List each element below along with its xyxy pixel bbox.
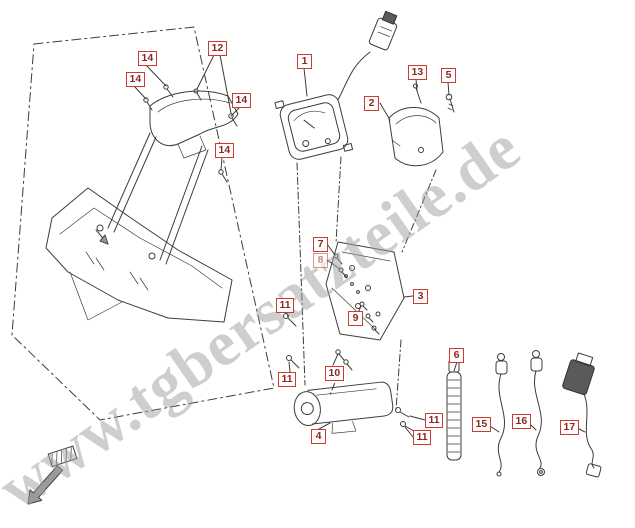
meter-bracket-drawing xyxy=(388,107,444,167)
screws-7-8-drawing xyxy=(333,253,348,279)
speedometer-drawing xyxy=(274,94,354,160)
part-label-17: 17 xyxy=(560,420,579,435)
part-label-16: 16 xyxy=(512,414,531,429)
part-label-6: 6 xyxy=(449,348,464,363)
part-label-11-b: 11 xyxy=(278,372,297,387)
bolt5-drawing xyxy=(445,93,455,113)
part-label-9: 9 xyxy=(348,311,363,326)
part-label-13: 13 xyxy=(408,65,427,80)
lower-bracket-drawing xyxy=(45,187,233,323)
pin-drawing xyxy=(413,83,422,104)
part-label-14-b: 14 xyxy=(126,72,145,87)
front-direction-arrow xyxy=(27,445,78,505)
leader-lines xyxy=(133,54,586,438)
part-label-14-a: 14 xyxy=(138,51,157,66)
part-label-11-a: 11 xyxy=(276,298,295,313)
wire-16-drawing xyxy=(530,350,545,476)
strap-drawing xyxy=(446,352,462,461)
part-label-11-c: 11 xyxy=(425,413,444,428)
part-label-11-d: 11 xyxy=(413,430,432,445)
part-label-12: 12 xyxy=(208,41,227,56)
left-dashed-region xyxy=(11,26,275,421)
part-label-14-c: 14 xyxy=(232,93,251,108)
lower-housing-drawing xyxy=(293,381,415,434)
part-label-3: 3 xyxy=(413,289,428,304)
part-label-4: 4 xyxy=(311,429,326,444)
wire-15-drawing xyxy=(495,353,508,477)
upper-bracket-drawing xyxy=(143,84,239,183)
part-label-15: 15 xyxy=(472,417,491,432)
screws-9-drawing xyxy=(359,301,380,335)
construction-lines xyxy=(296,156,437,411)
part-label-2: 2 xyxy=(364,96,379,111)
relay-drawing xyxy=(562,352,602,478)
cable-connector-drawing xyxy=(337,10,398,101)
part-label-8: 8 xyxy=(313,253,328,268)
part-label-1: 1 xyxy=(297,54,312,69)
part-label-5: 5 xyxy=(441,68,456,83)
bolts-11-left-drawing xyxy=(283,313,300,369)
stay-arms-drawing xyxy=(107,132,209,265)
mounting-plate-drawing xyxy=(325,241,405,341)
part-label-10: 10 xyxy=(325,366,344,381)
part-label-7: 7 xyxy=(313,237,328,252)
part-label-14-d: 14 xyxy=(215,143,234,158)
